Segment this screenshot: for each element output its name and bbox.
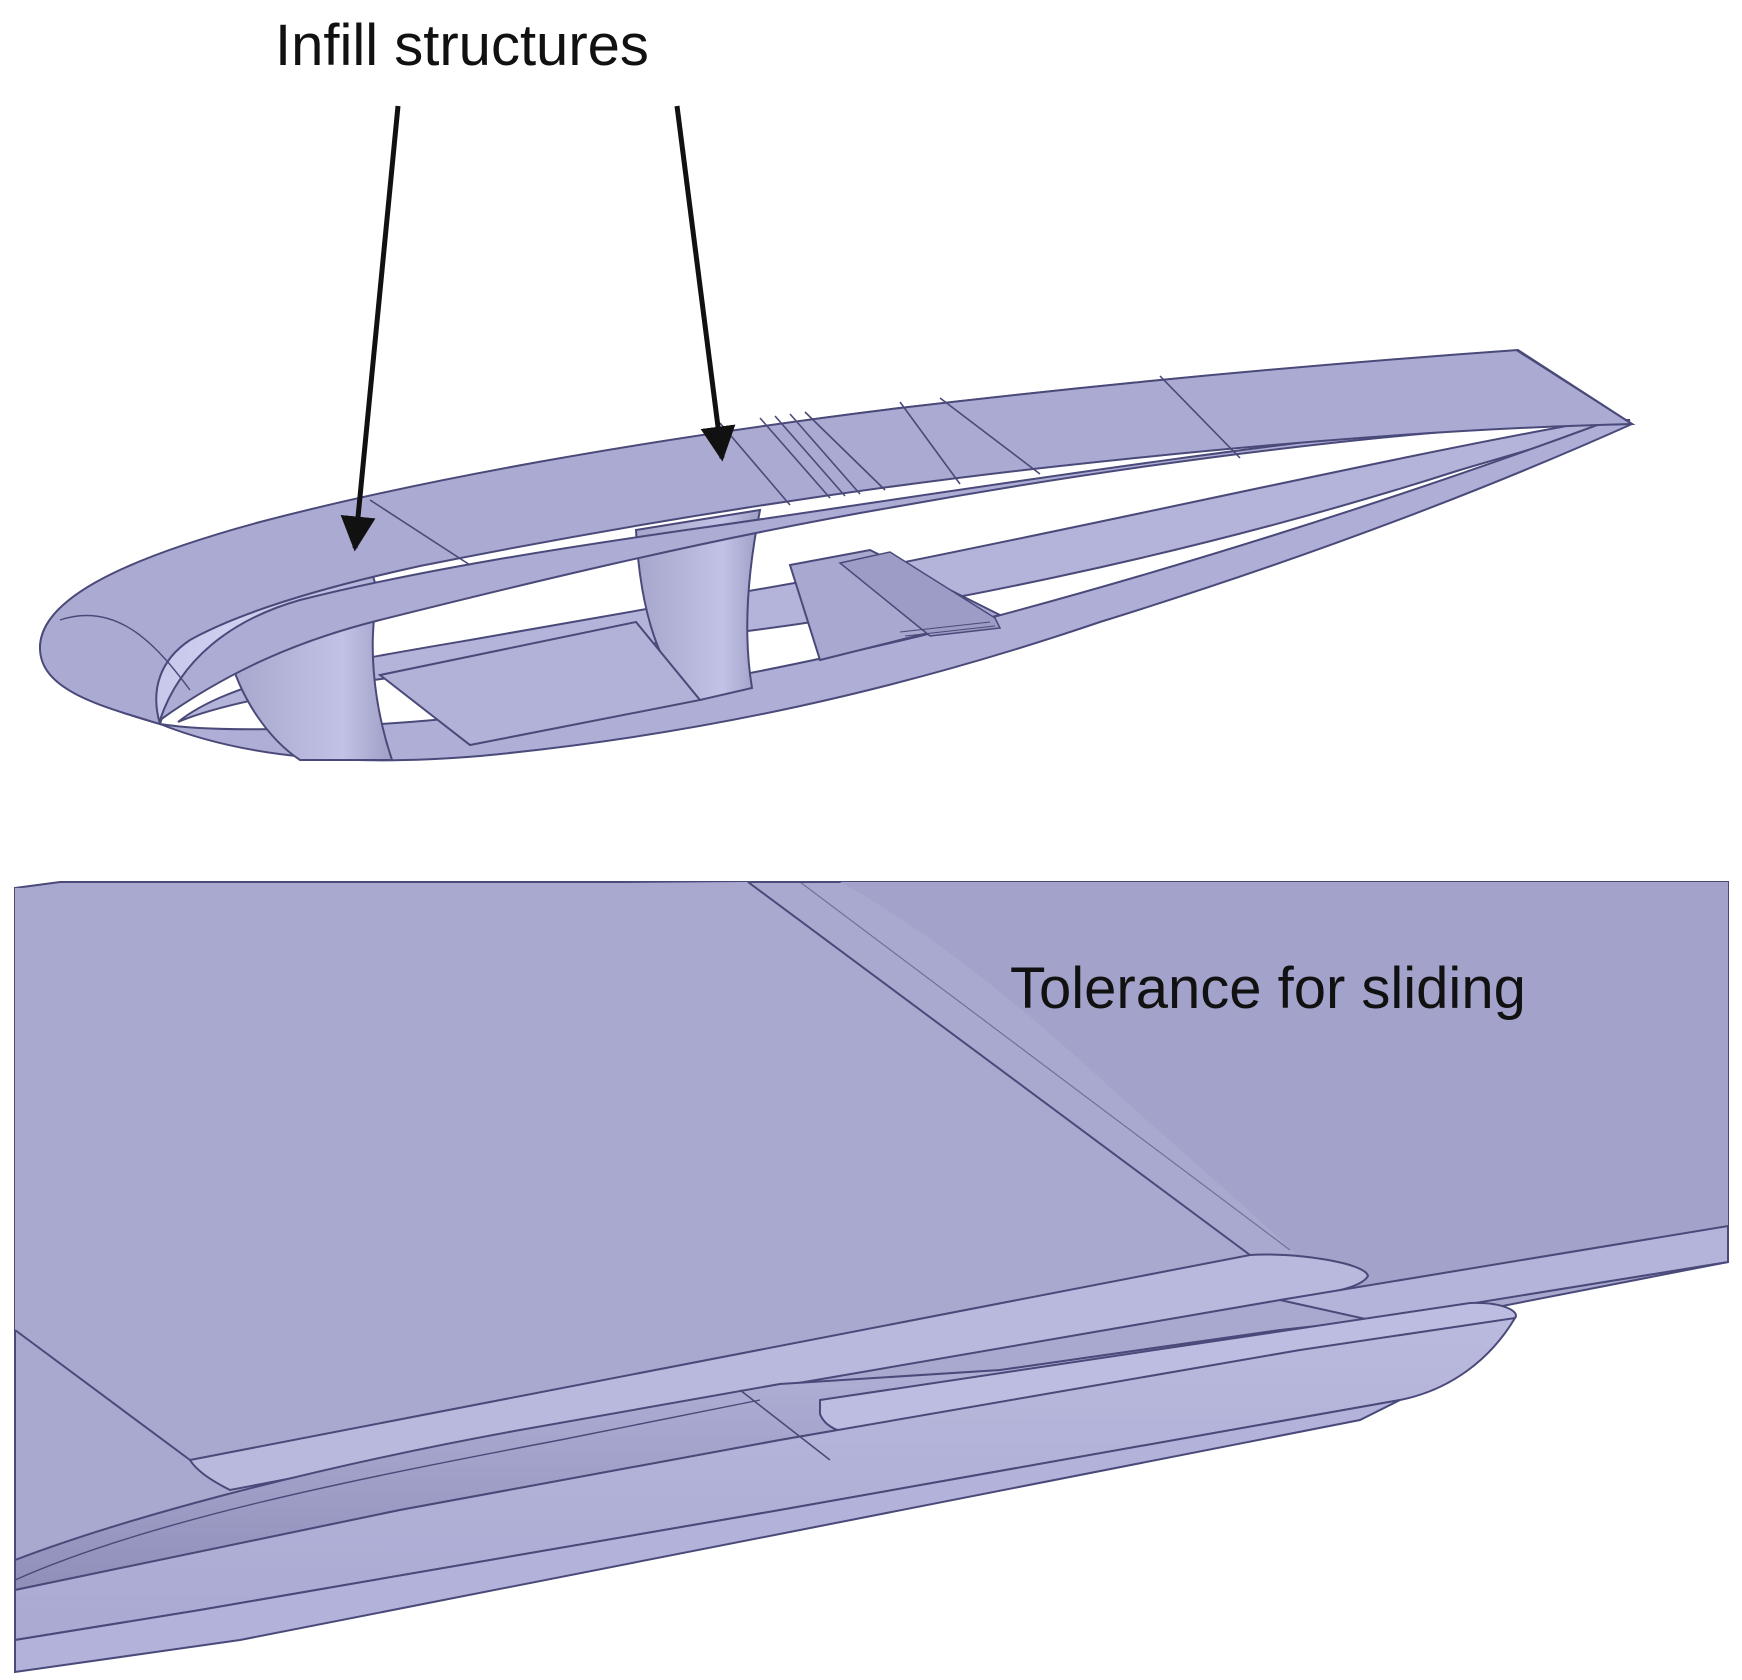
cavity-floor bbox=[377, 620, 702, 747]
seam-line bbox=[774, 415, 846, 497]
airfoil-section-model bbox=[38, 348, 1636, 762]
seam-line bbox=[1159, 375, 1241, 459]
sliding-tab-top-view bbox=[838, 551, 1002, 637]
infill-arrow-1 bbox=[340, 105, 401, 552]
infill-callout-label: Infill structures bbox=[275, 13, 649, 78]
tolerance-callout-label: Tolerance for sliding bbox=[1010, 956, 1526, 1021]
seam-line bbox=[789, 413, 861, 495]
infill-callout: Infill structures bbox=[275, 13, 736, 552]
infill-arrow-2 bbox=[674, 105, 736, 462]
seam-line bbox=[939, 397, 1041, 475]
outer-plate-edge bbox=[1279, 1224, 1729, 1322]
inner-panel-lip bbox=[188, 1253, 1370, 1492]
infill-rib-2 bbox=[634, 508, 762, 702]
lower-floor bbox=[14, 1399, 1401, 1674]
upper-surface-face bbox=[38, 348, 1636, 726]
shadow-region bbox=[840, 882, 1728, 1320]
tolerance-callout: Tolerance for sliding bbox=[1010, 956, 1526, 1021]
seam-line bbox=[899, 401, 961, 485]
seam-line bbox=[369, 499, 471, 566]
seam-line bbox=[759, 417, 831, 499]
seam-line bbox=[1515, 349, 1633, 425]
seam-line bbox=[804, 411, 886, 491]
sliding-joint-closeup bbox=[14, 881, 1729, 1674]
